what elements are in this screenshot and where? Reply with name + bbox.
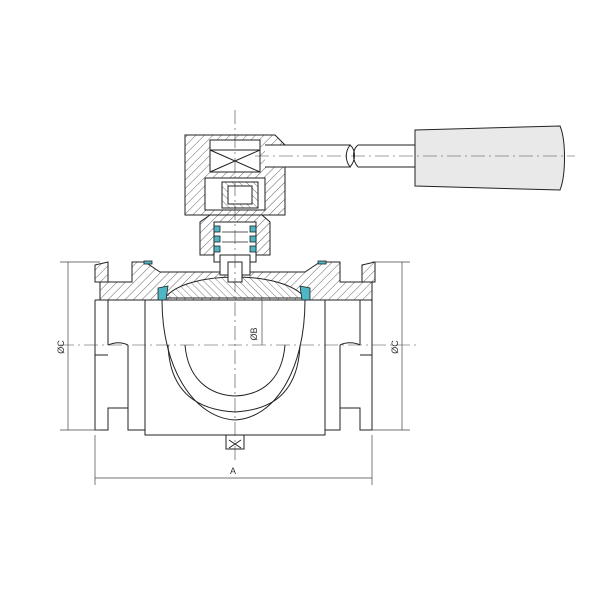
dimension-labels: A ØB ØC ØC: [56, 327, 400, 476]
valve-body: [99, 261, 373, 450]
right-seat-seal: [299, 285, 311, 301]
left-seat-seal: [157, 285, 169, 301]
left-body-seal: [143, 260, 153, 265]
center-lines: [60, 110, 575, 460]
seal-rings: [143, 260, 327, 301]
actuator-head: [184, 134, 286, 216]
dimension-label-b: ØB: [249, 327, 259, 340]
handle: [265, 125, 565, 191]
dimension-lines: [60, 261, 410, 485]
left-clamp-ferrule: [94, 261, 145, 431]
dimension-label-a: A: [230, 466, 236, 476]
dimension-label-c-left: ØC: [56, 340, 66, 354]
right-body-seal: [317, 260, 327, 265]
handle-grip: [414, 125, 565, 191]
dimension-label-c-right: ØC: [390, 340, 400, 354]
